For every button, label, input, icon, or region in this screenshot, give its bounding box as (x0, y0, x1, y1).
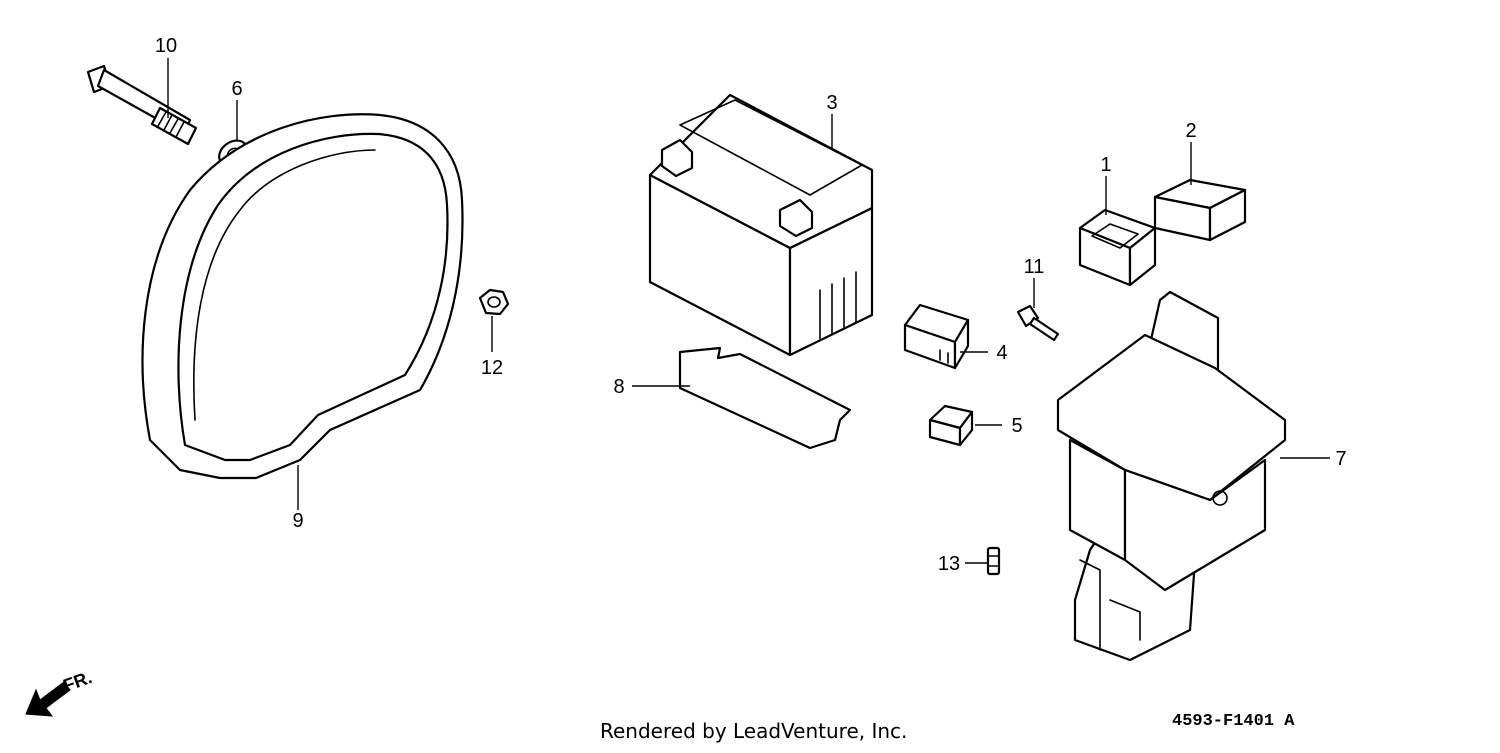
part-12-nut[interactable] (478, 288, 510, 316)
diagram-code: 4593-F1401 A (1172, 712, 1295, 731)
callout-3: 3 (826, 92, 837, 114)
part-10-bolt[interactable] (86, 64, 198, 146)
callout-6: 6 (231, 78, 242, 100)
part-9-side-cover[interactable] (141, 113, 464, 480)
part-4-relay[interactable] (903, 303, 970, 370)
callout-1: 1 (1100, 154, 1111, 176)
part-13-fuse[interactable] (986, 546, 1001, 576)
arrow-down-left-icon (25, 681, 71, 717)
callout-8: 8 (613, 376, 624, 398)
callout-11: 11 (1024, 256, 1045, 278)
callout-2: 2 (1185, 120, 1196, 142)
front-direction-indicator: FR. (25, 667, 95, 717)
leader-lines (167, 58, 1330, 564)
callout-12: 12 (481, 357, 503, 379)
direction-label: FR. (61, 667, 95, 696)
part-1-socket[interactable] (1078, 208, 1157, 287)
part-5-connector[interactable] (928, 404, 974, 447)
part-7-fuse-box[interactable] (1056, 290, 1287, 662)
callout-13: 13 (938, 553, 960, 575)
part-2-module[interactable] (1153, 178, 1247, 242)
part-11-screw[interactable] (1016, 304, 1060, 342)
callout-5: 5 (1011, 415, 1022, 437)
callout-4: 4 (996, 342, 1007, 364)
footer-credit: Rendered by LeadVenture, Inc. (600, 719, 907, 743)
part-8-mat[interactable] (678, 346, 852, 450)
callout-7: 7 (1335, 448, 1346, 470)
callout-10: 10 (155, 35, 177, 57)
callout-numbers: 1 2 3 4 5 6 7 8 9 10 11 12 13 (155, 35, 1347, 575)
callout-9: 9 (292, 510, 303, 532)
part-3-battery[interactable] (648, 93, 874, 357)
